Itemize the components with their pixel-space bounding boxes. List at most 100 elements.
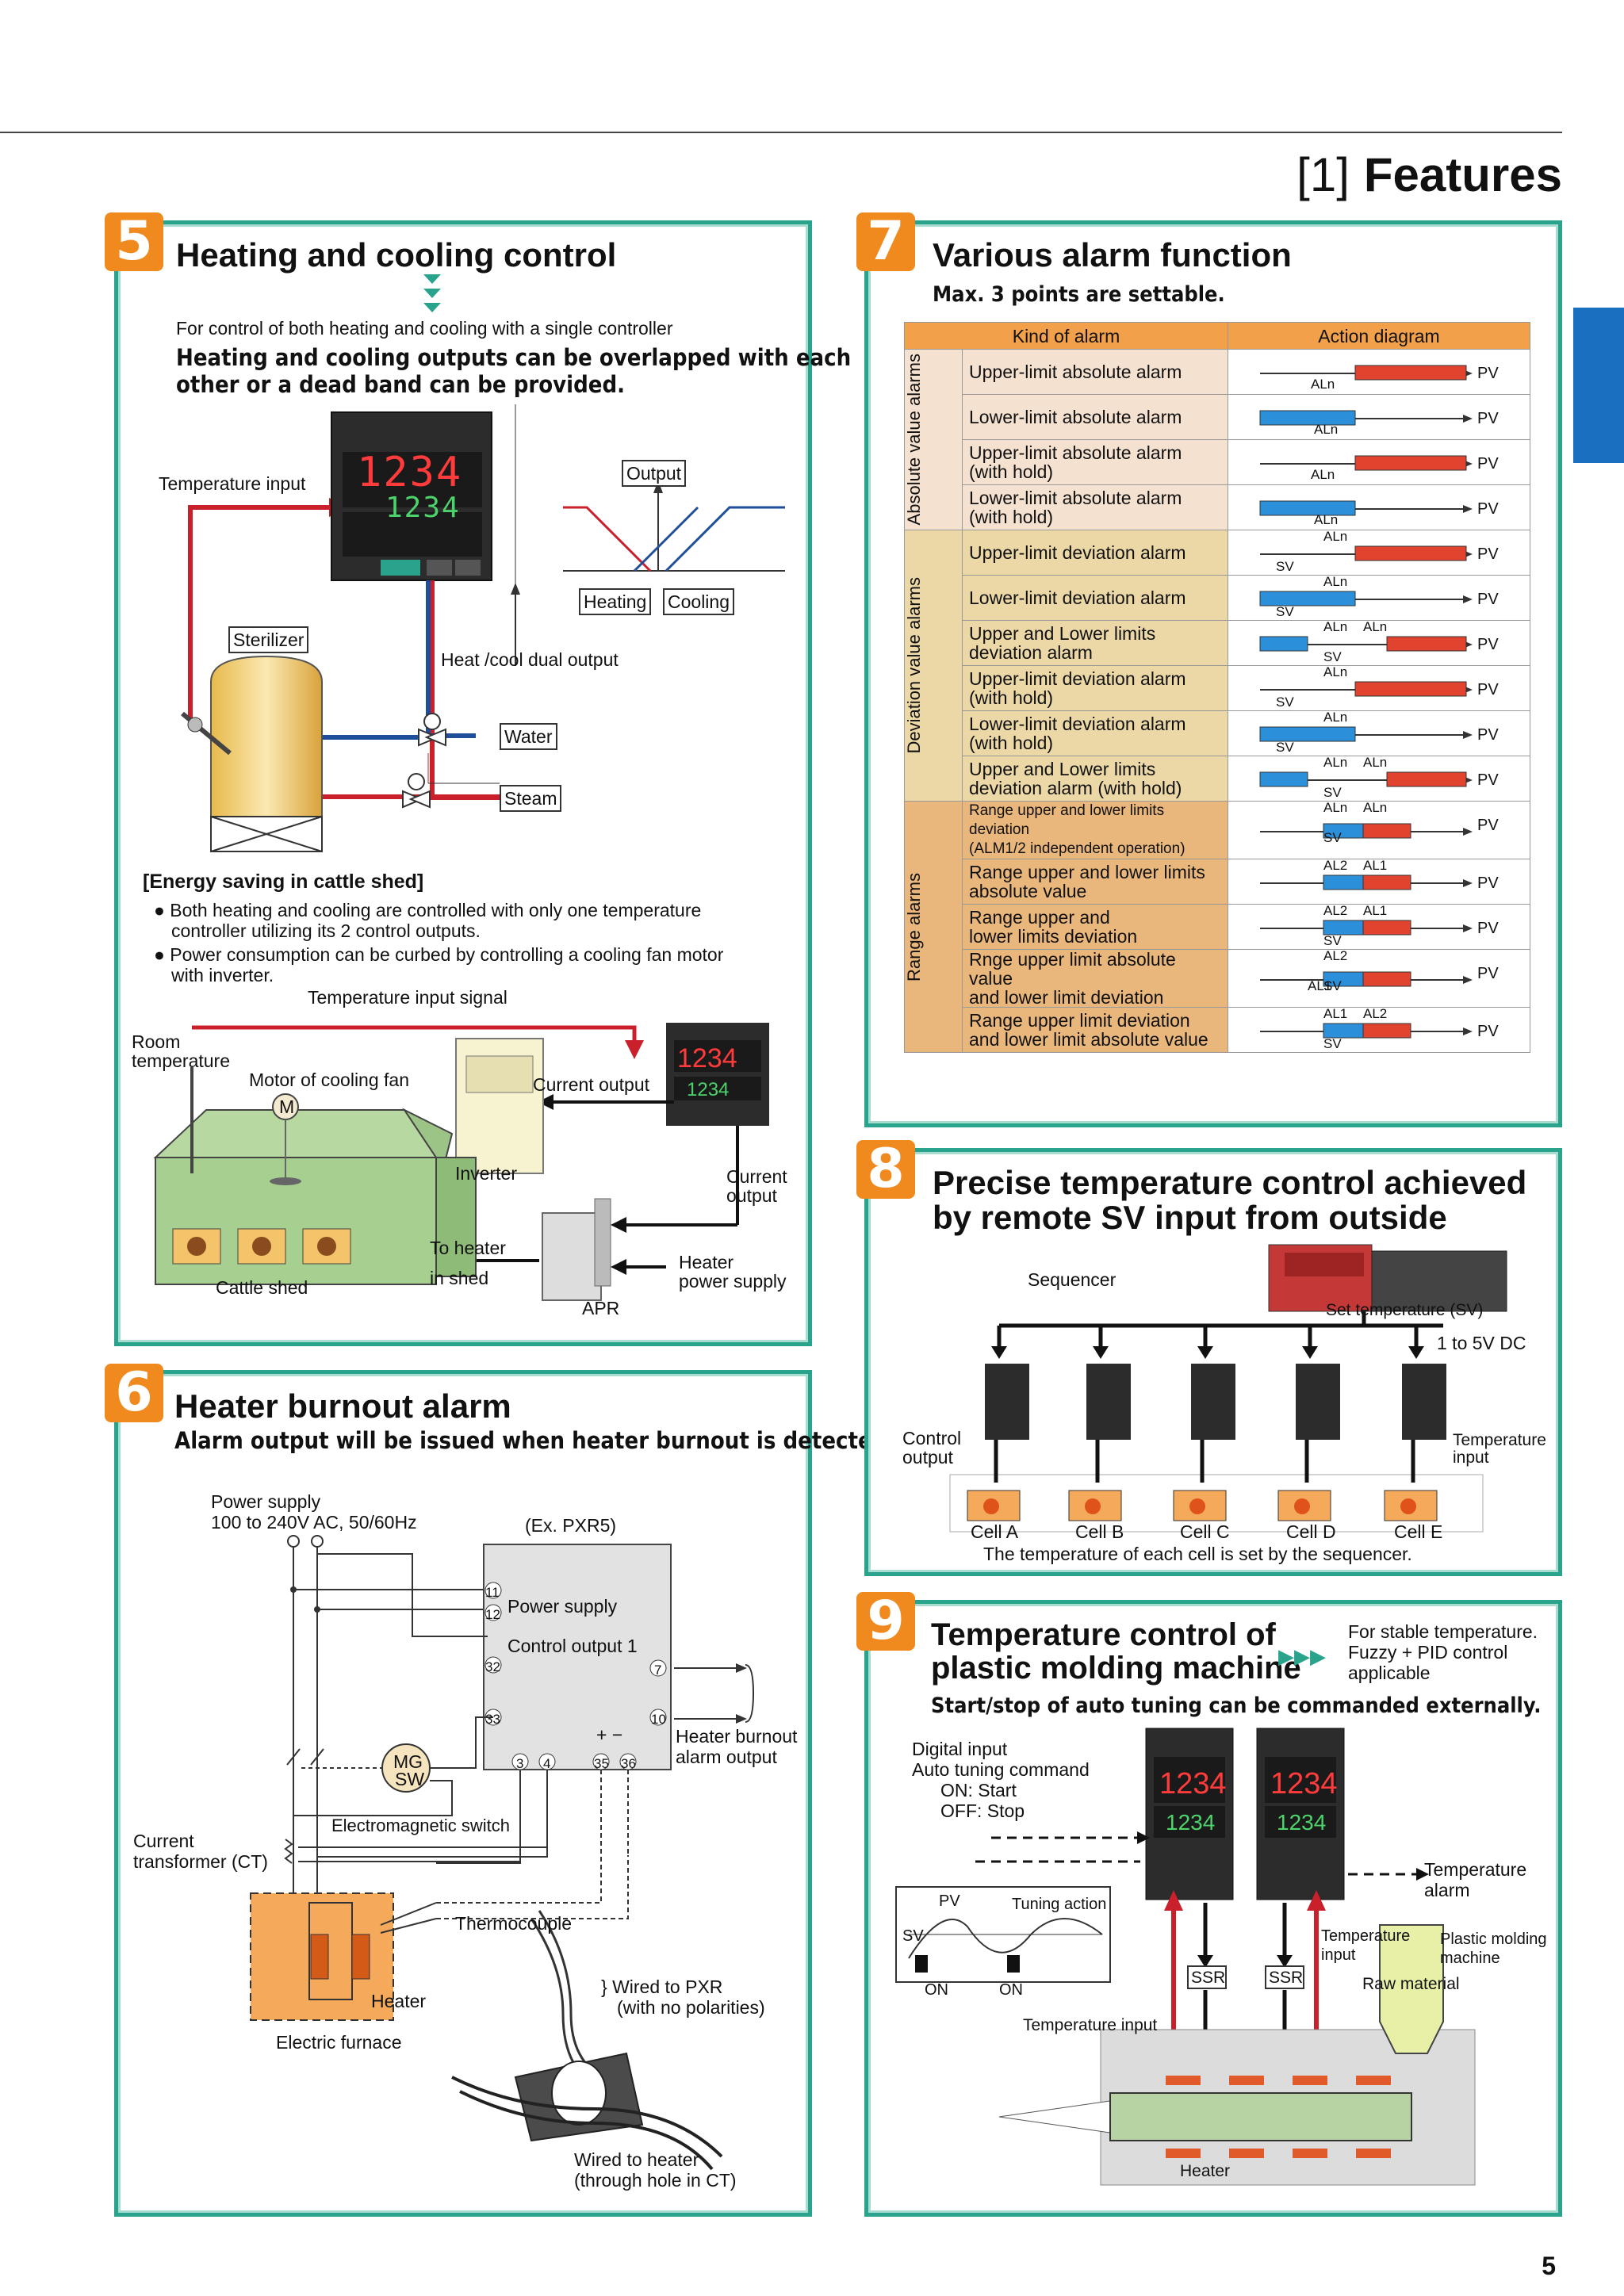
pv-label: PV (1477, 817, 1499, 834)
svg-text:1234: 1234 (1159, 1767, 1227, 1800)
pv-label: PV (1477, 365, 1499, 382)
alarm-mark-label: SV (1323, 1036, 1342, 1051)
alarm-bar (1259, 726, 1356, 742)
alarm-action-svg (1260, 971, 1473, 987)
svg-text:1234: 1234 (1270, 1767, 1338, 1800)
alarm-kind: Upper and Lower limits deviation alarm (… (962, 756, 1228, 802)
alarm-kind: Lower-limit absolute alarm (962, 394, 1228, 440)
note-1: For stable temperature. (1348, 1621, 1538, 1642)
alarm-mark-label: ALn (1323, 800, 1348, 815)
steam-valve-icon (402, 773, 431, 809)
temperature-input-2: input (1453, 1448, 1489, 1467)
alarm-mark-label: ALn (1314, 422, 1339, 437)
alarm-bar (1362, 823, 1411, 839)
heater-ps-1: Heater (679, 1252, 734, 1272)
graph-on-2: ON (999, 1981, 1023, 1999)
heater-bottom-label: Heater (1180, 2162, 1231, 2180)
apr-label: APR (582, 1298, 620, 1318)
alarm-mark-label: AL2 (1323, 903, 1348, 918)
controller-pv-display: 1234 (357, 449, 463, 496)
plastic-molding-1: Plastic molding (1440, 1931, 1547, 1948)
col-action: Action diagram (1228, 322, 1530, 350)
control-output-2: output (902, 1447, 953, 1468)
alarm-mark-label: ALn (1363, 619, 1388, 634)
output-label: Output (622, 460, 687, 487)
pv-arrow-icon (1463, 595, 1473, 603)
note-2: Fuzzy + PID control (1348, 1642, 1508, 1663)
alarm-bar (1259, 500, 1356, 516)
alarm-mark-label: ALn (1363, 755, 1388, 770)
heater-burnout-2: alarm output (676, 1747, 777, 1767)
section-5-badge: 5 (105, 212, 163, 271)
graph-sv-label: SV (902, 1927, 924, 1945)
pv-label: PV (1477, 545, 1499, 563)
alarm-mark-label: ALn (1323, 710, 1348, 725)
terminal-35: 35 (594, 1756, 609, 1771)
bullet-1b: controller utilizing its 2 control outpu… (171, 920, 481, 941)
pv-arrow-icon (1463, 976, 1473, 984)
remote-sv-diagram (999, 1244, 1507, 1328)
svg-text:1234: 1234 (1277, 1810, 1326, 1835)
section-5-pipes (181, 404, 520, 852)
alarm-mark-label: AL1 (1363, 858, 1388, 873)
section-6-panel (114, 1370, 812, 2217)
temp-input-label: Temperature input (159, 473, 306, 494)
alarm-action-svg (1259, 636, 1473, 652)
pv-label: PV (1477, 681, 1499, 698)
cell-heater-icon (1085, 1498, 1101, 1514)
alarm-mark-label: SV (1323, 933, 1342, 948)
digital-input-3: ON: Start (940, 1780, 1017, 1800)
alarm-kind: Upper-limit absolute alarm (962, 349, 1228, 395)
digital-input-1: Digital input (912, 1739, 1008, 1759)
pv-arrow-icon (1463, 415, 1473, 423)
pv-label: PV (1477, 771, 1499, 789)
burnout-wiring-diagram (250, 1535, 755, 2171)
sv-arrow-icon (1093, 1346, 1109, 1359)
alarm-bar (1386, 771, 1467, 787)
alarm-group-text: Absolute value alarms (904, 354, 924, 526)
alarm-kind: Lower-limit deviation alarm (with hold) (962, 710, 1228, 756)
pv-label: PV (1477, 500, 1499, 518)
to-heater-2: in shed (430, 1268, 489, 1288)
heater-burnout-1: Heater burnout (676, 1726, 798, 1747)
alarm-table: Kind of alarm Action diagram Absolute va… (904, 322, 1530, 1053)
cell-controller (985, 1364, 1029, 1440)
alarm-group-label: Absolute value alarms (904, 349, 963, 530)
current-output2-a: Current (726, 1166, 787, 1187)
water-label: Water (500, 723, 557, 750)
alarm-bar (1259, 636, 1308, 652)
cattle-shed-diagram: 1234 1234 (153, 1023, 769, 1301)
alarm-mark-label: SV (1276, 740, 1294, 755)
pv-arrow-icon (1463, 731, 1473, 739)
heat-cool-label: Heat /cool dual output (441, 649, 619, 670)
thermocouple-label: Thermocouple (455, 1913, 573, 1934)
cells-frame (949, 1474, 1484, 1533)
pv-arrow-icon (1463, 828, 1473, 836)
triple-arrow-icon: ▶▶▶ (1278, 1644, 1326, 1668)
sequencer-caption: The temperature of each cell is set by t… (983, 1544, 1412, 1564)
sequencer-label: Sequencer (1028, 1269, 1116, 1290)
motor-label: Motor of cooling fan (249, 1070, 410, 1090)
terminal-33: 33 (485, 1712, 500, 1727)
section-5-sub2: other or a dead band can be provided. (176, 371, 626, 398)
alarm-bar (1362, 971, 1411, 987)
alarm-action-svg (1260, 1023, 1473, 1039)
pv-arrow-icon (1463, 1027, 1473, 1035)
alarm-row: Rnge upper limit absolute value and lowe… (905, 949, 1530, 1008)
plastic-molding-2: machine (1440, 1950, 1500, 1967)
wired-heater-1: Wired to heater (574, 2149, 699, 2170)
section-8-badge: 8 (856, 1140, 915, 1199)
temp-input-right-1: Temperature (1321, 1927, 1411, 1945)
section-5-sub1: Heating and cooling outputs can be overl… (176, 344, 852, 371)
alarm-row: Lower-limit deviation alarm (with hold)P… (905, 710, 1530, 756)
